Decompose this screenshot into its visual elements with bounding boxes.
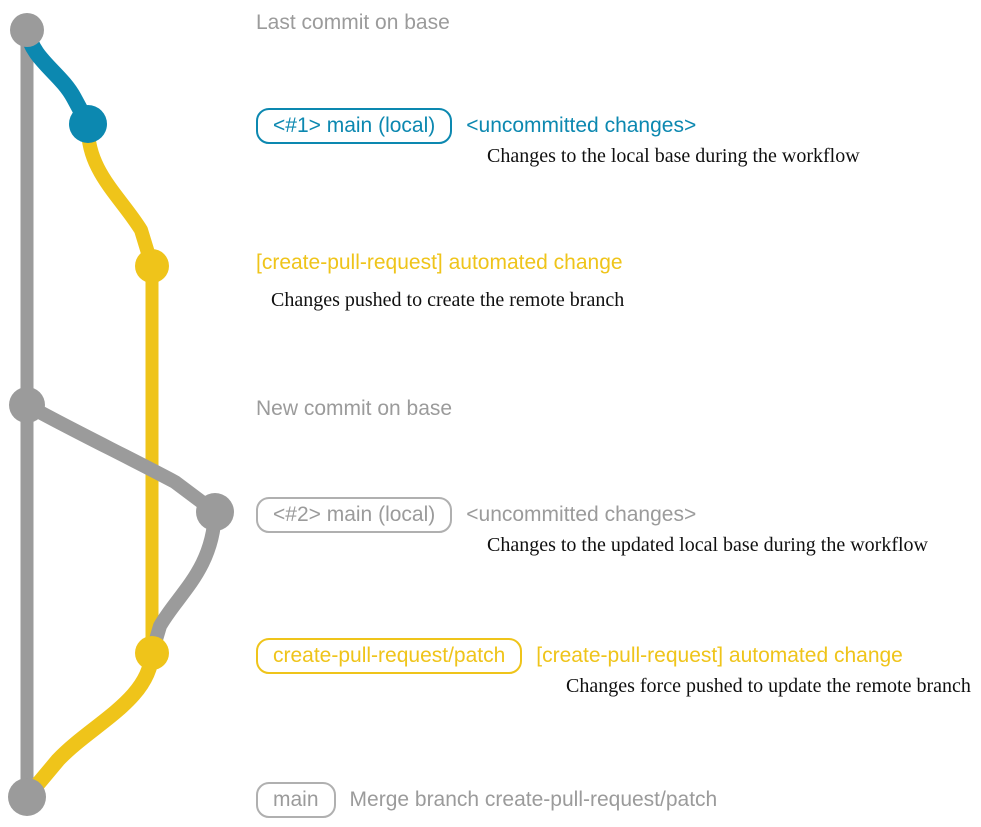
commit-subject-local-1: <uncommitted changes> (466, 114, 697, 137)
commit-node-base-1 (10, 13, 44, 47)
commit-node-merge (8, 778, 46, 816)
commit-row-merge: main Merge branch create-pull-request/pa… (256, 782, 717, 818)
commit-row-local-1: <#1> main (local) <uncommitted changes> (256, 108, 696, 144)
commit-node-auto-2 (135, 636, 169, 670)
commit-row-auto-1: [create-pull-request] automated change (256, 252, 623, 273)
commit-row-local-2: <#2> main (local) <uncommitted changes> (256, 497, 696, 533)
commit-node-base-2 (9, 387, 45, 423)
edge-auto2-to-merge (19, 645, 160, 805)
commit-subject-auto-2: [create-pull-request] automated change (536, 644, 903, 667)
edge-local2-to-auto2 (145, 505, 222, 660)
edge-base2-to-local2 (20, 398, 222, 519)
commit-subject-base-2: New commit on base (256, 397, 453, 420)
commit-nodes (8, 13, 234, 816)
commit-node-local-2 (196, 493, 234, 531)
commit-subject-auto-1: [create-pull-request] automated change (256, 251, 623, 274)
commit-node-local-1 (69, 105, 107, 143)
commit-subject-base-1: Last commit on base (256, 11, 450, 34)
commit-note-local-2: Changes to the updated local base during… (487, 534, 928, 556)
commit-subject-local-2: <uncommitted changes> (466, 503, 697, 526)
commit-node-auto-1 (135, 249, 169, 283)
commit-row-base-2: New commit on base (256, 398, 452, 419)
edge-local1-to-auto1 (80, 117, 159, 273)
ref-badge-main-local-2[interactable]: <#2> main (local) (256, 497, 453, 533)
ref-badge-main-local-1[interactable]: <#1> main (local) (256, 108, 453, 144)
commit-row-auto-2: create-pull-request/patch [create-pull-r… (256, 638, 903, 674)
ref-badge-create-pull-request-patch[interactable]: create-pull-request/patch (256, 638, 523, 674)
commit-note-auto-1: Changes pushed to create the remote bran… (271, 289, 625, 311)
ref-badge-main[interactable]: main (256, 782, 336, 818)
commit-row-base-1: Last commit on base (256, 12, 450, 33)
commit-note-local-1: Changes to the local base during the wor… (487, 145, 860, 167)
commit-subject-merge: Merge branch create-pull-request/patch (349, 788, 718, 811)
commit-note-auto-2: Changes force pushed to update the remot… (566, 675, 971, 697)
